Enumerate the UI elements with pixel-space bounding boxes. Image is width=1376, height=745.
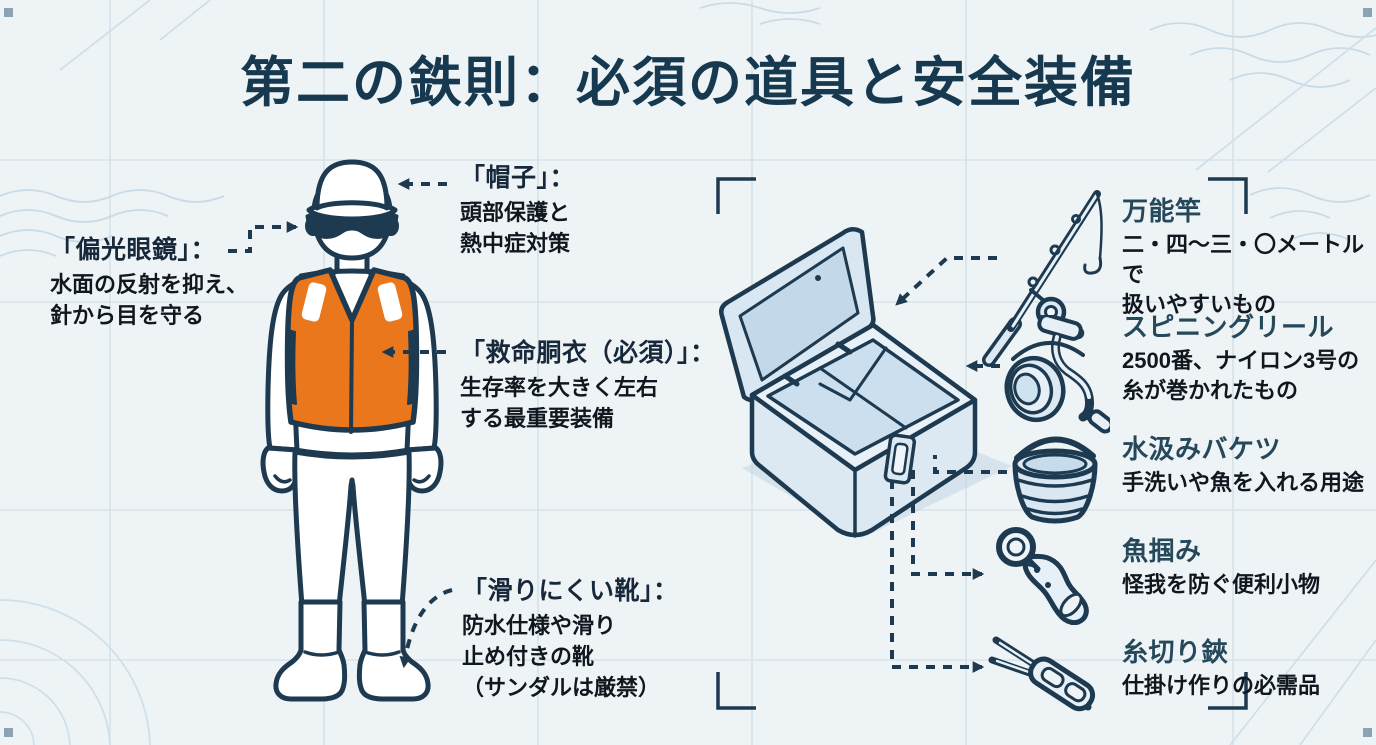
pants [292,449,412,609]
callout-glasses: 「偏光眼鏡」： 水面の反射を抑え、 針から目を守る [50,235,310,331]
connector-bucket [933,455,1007,474]
contour-waves [0,2,1376,257]
connector-shoes [399,588,453,669]
corner-marks [4,8,1372,737]
left-boot [273,599,348,702]
gear-reel-heading: スピニングリール [1122,312,1335,342]
callout-vest-body: 生存率を大きく左右 する最重要装備 [460,375,659,432]
vest-zipper [349,318,354,434]
reflective-strip-left [301,282,327,322]
gear-rod-heading: 万能竿 [1122,196,1202,226]
callout-glasses-heading: 「偏光眼鏡」： [50,236,217,264]
gear-rod-body: 二・四〜三・〇メートルで 扱いやすいもの [1122,232,1365,317]
gear-bucket-body: 手洗いや魚を入れる用途 [1122,470,1365,496]
fish-gripper-icon [996,527,1089,625]
spinning-reel-icon [1004,315,1110,434]
callout-glasses-body: 水面の反射を抑え、 針から目を守る [50,272,249,329]
callout-vest-heading: 「救命胴衣（必須）」： [460,339,716,367]
gear-bucket-heading: 水汲みバケツ [1122,434,1282,464]
tackle-box [719,227,1012,538]
callout-shoes-body: 防水仕様や滑り 止め付きの靴 （サンダルは厳禁） [462,613,661,701]
panel-frame-brackets [716,177,1248,710]
right-boot [356,599,431,702]
callout-hat: 「帽子」： 頭部保護と 熱中症対策 [460,163,700,259]
callout-shoes-heading: 「滑りにくい靴」： [462,577,679,605]
bucket-icon [1012,436,1098,524]
connector-rod [895,256,997,306]
callout-vest: 「救命胴衣（必須）」： 生存率を大きく左右 する最重要装備 [460,338,720,434]
cap-dome [314,159,390,211]
line-scissors-icon [988,636,1096,712]
connector-gripper [911,470,985,580]
connector-glasses [228,221,299,253]
gear-bucket: 水汲みバケツ 手洗いや魚を入れる用途 [1122,434,1374,498]
callout-shoes: 「滑りにくい靴」： 防水仕様や滑り 止め付きの靴 （サンダルは厳禁） [462,576,722,704]
connector-scissors [890,480,985,673]
box-lid-inner [738,246,860,382]
page-title: 第二の鉄則：必須の道具と安全装備 [240,53,1136,113]
gear-scissors-heading: 糸切り鋏 [1122,637,1229,667]
box-tray-dividers [818,346,908,430]
gear-rod: 万能竿 二・四〜三・〇メートルで 扱いやすいもの [1122,196,1374,320]
reflective-strip-right [377,282,403,322]
gear-gripper: 魚掴み 怪我を防ぐ便利小物 [1122,536,1374,600]
gear-gripper-body: 怪我を防ぐ便利小物 [1122,572,1321,598]
vest-shadow-left [286,329,297,405]
callout-hat-body: 頭部保護と 熱中症対策 [460,200,571,257]
angler-figure [260,159,444,702]
gear-scissors: 糸切り鋏 仕掛け作りの必需品 [1122,637,1374,701]
gear-reel: スピニングリール 2500番、ナイロン3号の 糸が巻かれたもの [1122,312,1374,406]
callout-hat-heading: 「帽子」： [460,164,576,192]
gear-scissors-body: 仕掛け作りの必需品 [1122,673,1321,699]
gear-gripper-heading: 魚掴み [1122,536,1202,566]
vest-shadow-right [407,329,418,405]
gear-reel-body: 2500番、ナイロン3号の 糸が巻かれたもの [1122,348,1360,404]
